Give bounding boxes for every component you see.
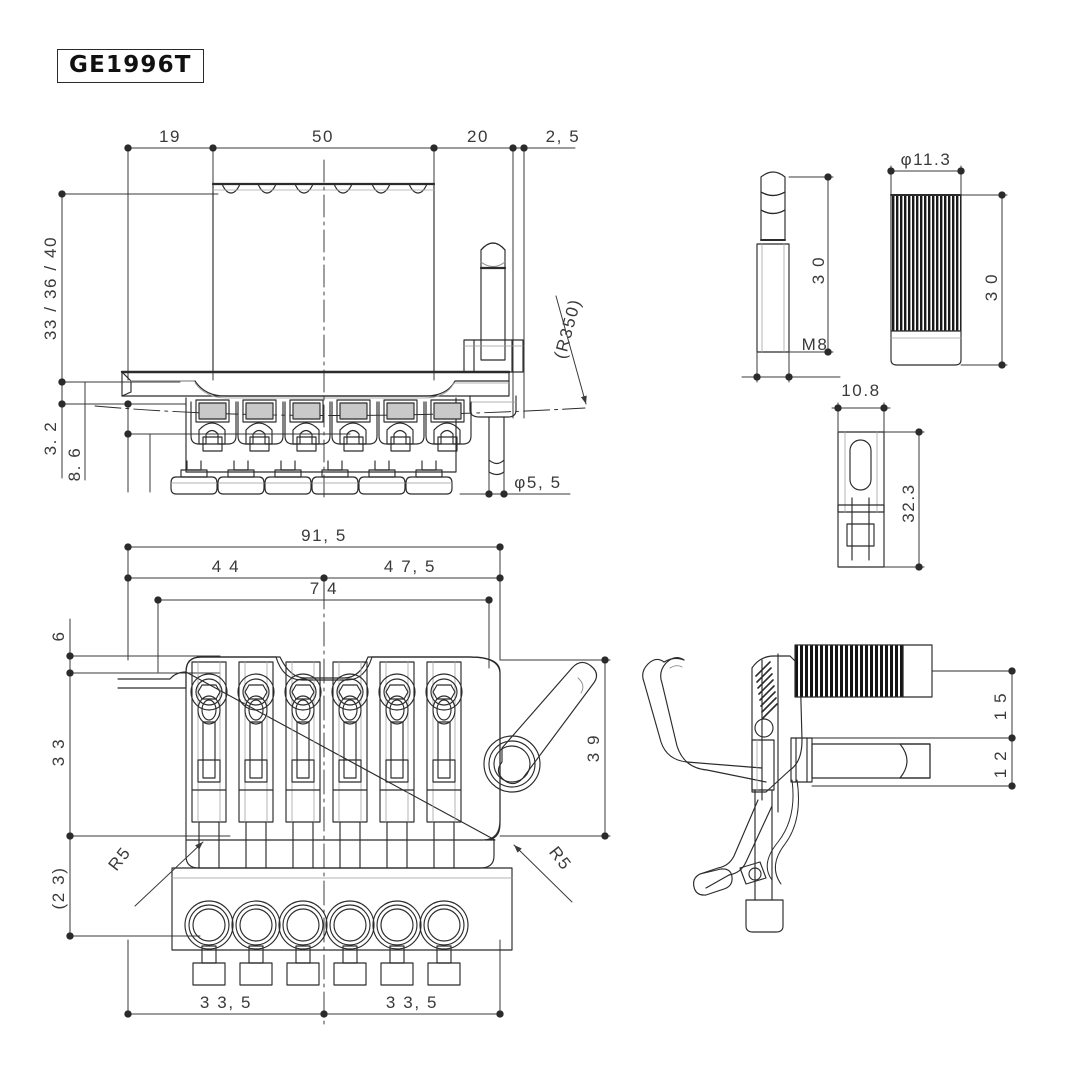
- dim-19: 19: [159, 127, 181, 146]
- dim-33-5-left: 3 3, 5: [200, 993, 252, 1012]
- dim-10-8: 10.8: [841, 381, 881, 400]
- note-r350: (R350): [551, 296, 585, 360]
- dim-stud-height: 3 0: [809, 256, 828, 284]
- dim-8-6: 8. 6: [65, 447, 84, 482]
- dim-74: 7 4: [310, 579, 338, 598]
- dim-2-5: 2, 5: [546, 127, 581, 146]
- page-title: GE1996T: [57, 49, 204, 83]
- dim-44: 4 4: [212, 557, 240, 576]
- dim-50: 50: [312, 127, 334, 146]
- insert-bushing-detail-view: [887, 165, 1008, 369]
- dim-heights: 33 / 36 / 40: [41, 236, 60, 340]
- dim-insert-height: 3 0: [982, 273, 1001, 301]
- dim-15: 1 5: [991, 692, 1010, 720]
- note-r5-right: R5: [545, 843, 575, 874]
- dim-phi-5-5: φ5, 5: [514, 473, 561, 492]
- saddle-detail-view: [831, 402, 925, 571]
- dim-91-5: 91, 5: [301, 526, 347, 545]
- dim-39: 3 9: [584, 734, 603, 762]
- note-r5-left: R5: [105, 843, 135, 874]
- dim-23: (2 3): [49, 867, 68, 910]
- dim-32-3: 32.3: [899, 483, 918, 523]
- dim-3-2: 3. 2: [41, 421, 60, 456]
- dim-12: 1 2: [991, 750, 1010, 778]
- plan-top-view: [66, 543, 611, 1025]
- stud-detail-view: [741, 171, 841, 383]
- dim-33-5-right: 3 3, 5: [386, 993, 438, 1012]
- dim-6: 6: [49, 630, 68, 641]
- dim-47-5: 4 7, 5: [384, 557, 436, 576]
- assembly-perspective-view: [642, 644, 1016, 933]
- dim-phi-11-3: φ11.3: [901, 150, 952, 169]
- dim-20: 20: [467, 127, 489, 146]
- side-elevation-view: [58, 144, 587, 501]
- dim-thread-m8: M8: [802, 335, 829, 354]
- dim-33: 3 3: [49, 738, 68, 766]
